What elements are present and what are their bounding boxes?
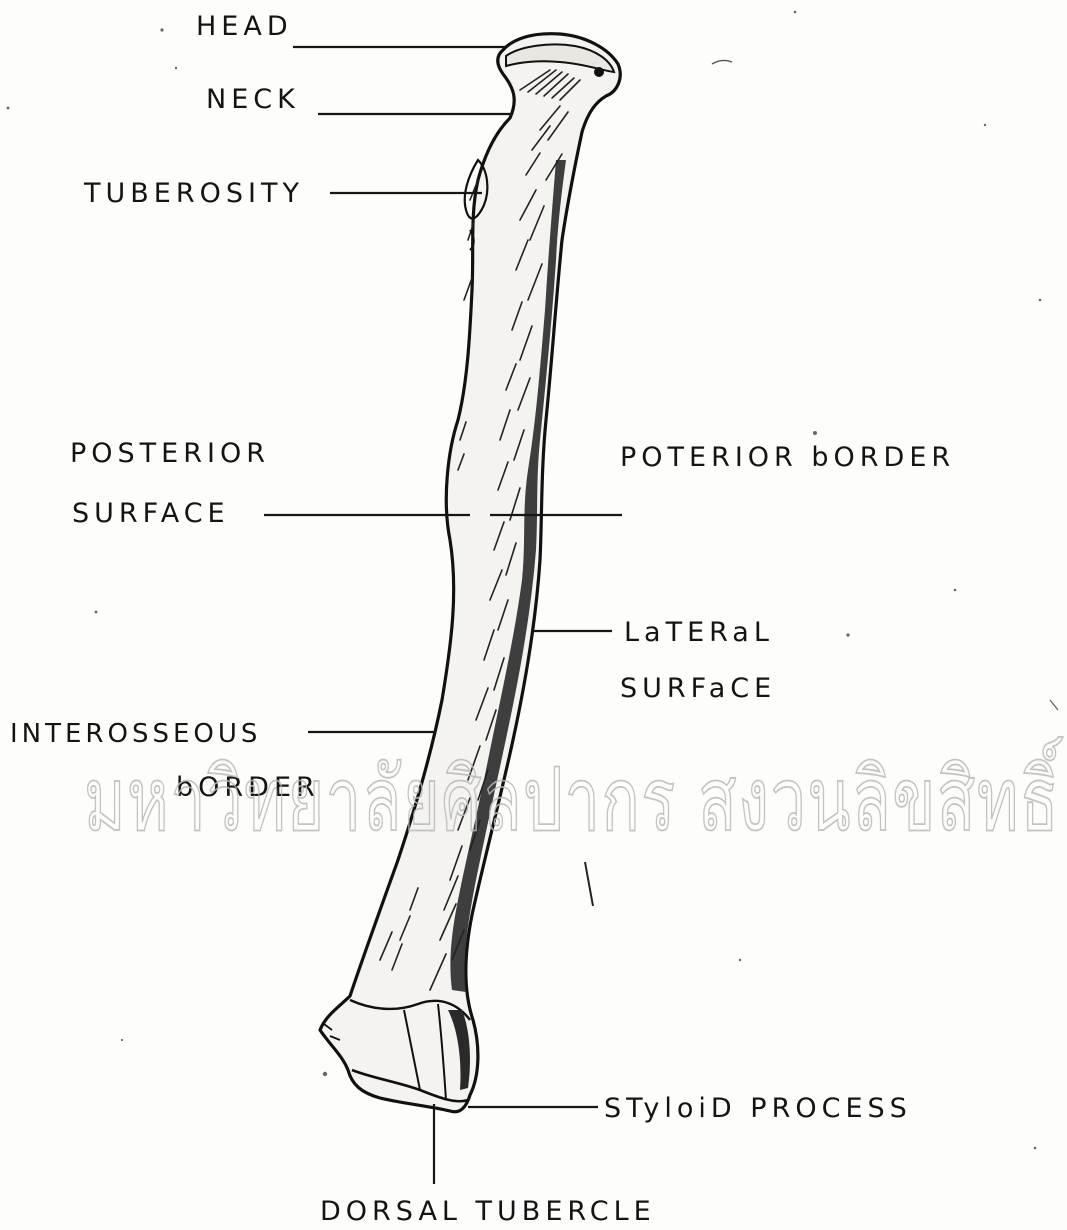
label-lateral-surface-line2: SURFaCE	[620, 673, 776, 704]
watermark-text: มหาวิทยาลัยศิลปากร สงวนลิขสิทธิ์	[84, 737, 1064, 851]
label-posterior-border: POTERIOR bORDER	[620, 442, 955, 473]
label-dorsal-tubercle: DORSAL TUBERCLE	[320, 1196, 656, 1227]
bone-body	[320, 34, 620, 1112]
label-tuberosity: TUBEROSITY	[83, 178, 304, 209]
label-styloid-process: STyloiD PROCESS	[604, 1093, 912, 1124]
label-interosseous-border-line1: INTEROSSEOUS	[10, 719, 261, 749]
label-posterior-surface-line1: POSTERIOR	[70, 438, 270, 469]
label-head: HEAD	[196, 11, 293, 42]
label-lateral-surface-line1: LaTERaL	[624, 617, 774, 648]
label-posterior-surface-line2: SURFACE	[72, 498, 230, 529]
radius-bone	[320, 34, 620, 1112]
label-neck: NECK	[206, 84, 300, 115]
